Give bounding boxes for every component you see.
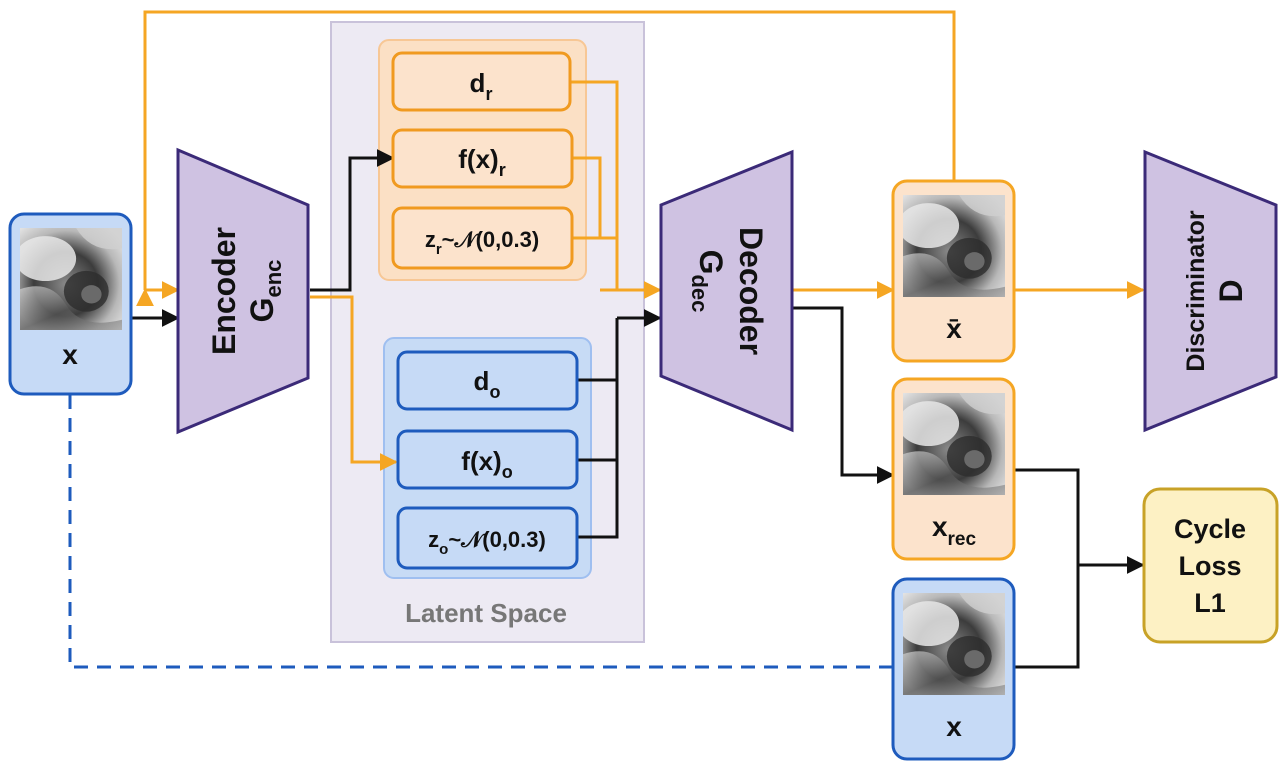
mri-thumbnail-image [903, 393, 1005, 495]
output-xbar-node: x̄ [891, 179, 1016, 363]
latent-do: do [396, 350, 579, 411]
decoder-block: Decoder Gdec [659, 149, 794, 433]
output-xrec-label: xrec [932, 511, 977, 550]
discriminator-symbol: D [1213, 279, 1249, 302]
mri-thumbnail-image [903, 195, 1005, 297]
discriminator-title: Discriminator [1182, 210, 1210, 371]
svg-text:zo~𝒩(0,0.3): zo~𝒩(0,0.3) [428, 527, 546, 558]
arrow-decoder-to-xrec [792, 306, 895, 484]
arrow-encoder-to-fxr [310, 149, 395, 292]
line-x-to-loss [1015, 565, 1080, 669]
orange-connectors [136, 10, 1145, 471]
line-dr-to-bus [570, 80, 619, 290]
latent-fxo: f(x)o [396, 429, 579, 490]
svg-text:f(x)r: f(x)r [458, 144, 505, 180]
input-x-label: x [62, 339, 78, 370]
cycle-loss-line1: Cycle [1174, 514, 1246, 544]
skip-connection-top [136, 10, 956, 307]
output-x-node: x [891, 577, 1016, 761]
encoder-symbol: Genc [244, 260, 286, 323]
latent-space-label: Latent Space [405, 598, 567, 628]
latent-zo: zo~𝒩(0,0.3) [396, 506, 579, 570]
latent-zr: zr~𝒩(0,0.3) [391, 206, 574, 270]
decoder-symbol: Gdec [687, 250, 729, 313]
encoder-title: Encoder [206, 227, 242, 355]
svg-text:do: do [474, 366, 501, 402]
cycle-loss-line3: L1 [1194, 588, 1226, 618]
black-connectors [132, 149, 1145, 669]
output-xrec-node: xrec [891, 377, 1016, 561]
cycle-loss-line2: Loss [1178, 551, 1241, 581]
svg-text:zr~𝒩(0,0.3): zr~𝒩(0,0.3) [425, 227, 539, 258]
svg-text:f(x)o: f(x)o [461, 446, 512, 482]
mri-thumbnail-image [903, 593, 1005, 695]
discriminator-block: Discriminator D [1143, 149, 1278, 433]
line-fxr-to-bus [572, 156, 602, 238]
mri-thumbnail-image [20, 228, 122, 330]
latent-dr: dr [391, 51, 572, 112]
input-x-node: x [8, 212, 133, 396]
decoder-title: Decoder [733, 227, 769, 355]
line-xrec-to-loss [1015, 468, 1080, 565]
encoder-block: Encoder Genc [176, 147, 310, 435]
arrow-encoder-to-fxo [310, 295, 398, 471]
latent-fxr: f(x)r [391, 128, 574, 189]
output-xbar-label: x̄ [946, 313, 962, 344]
svg-text:dr: dr [470, 68, 493, 104]
line-zo-to-bus [577, 318, 619, 539]
output-x-label: x [946, 711, 962, 742]
cycle-loss-node: Cycle Loss L1 [1142, 487, 1279, 644]
